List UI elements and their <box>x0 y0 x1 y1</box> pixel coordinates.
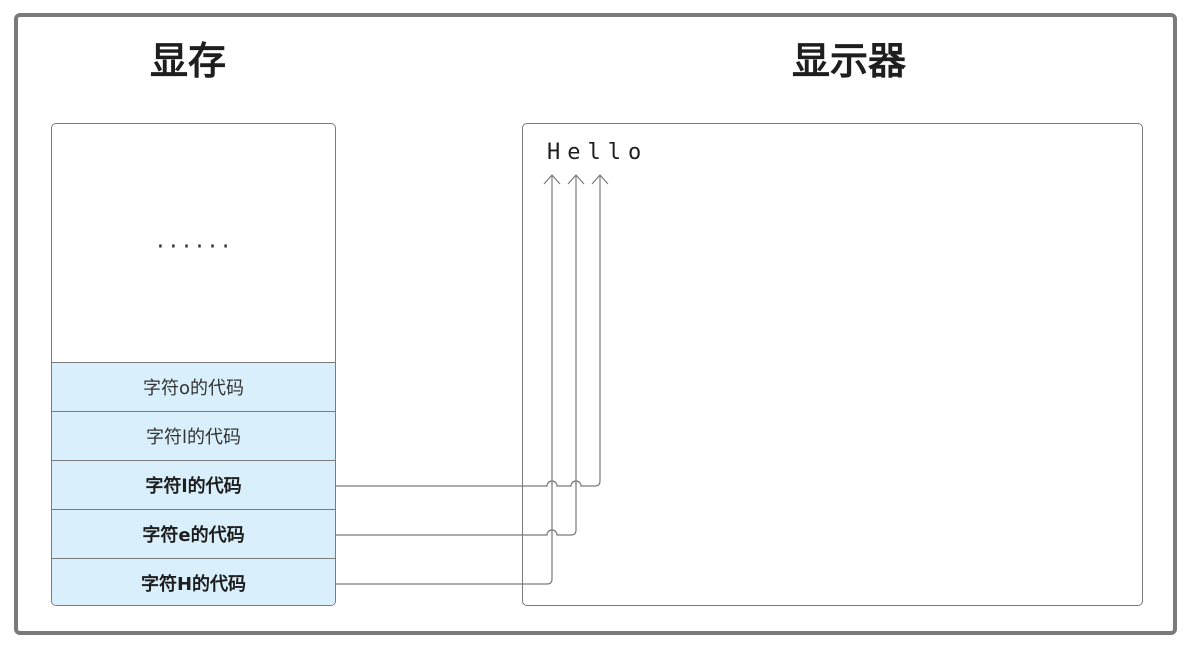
vram-cell-o: 字符o的代码 <box>52 362 335 411</box>
arrowhead-l <box>591 174 609 185</box>
connector-l <box>336 175 601 487</box>
vram-cell-l-1: 字符l的代码 <box>52 411 335 460</box>
vram-title: 显存 <box>150 39 227 83</box>
vram-box: ······ 字符o的代码 字符l的代码 字符l的代码 字符e的代码 字符H的代… <box>51 123 336 606</box>
display-screen: Hello <box>522 123 1143 606</box>
vram-cell-e: 字符e的代码 <box>52 509 335 558</box>
vram-cell-l-2: 字符l的代码 <box>52 460 335 509</box>
vram-cell-h: 字符H的代码 <box>52 558 335 605</box>
connector-e <box>336 175 577 536</box>
display-title: 显示器 <box>792 39 907 83</box>
arrowhead-h <box>543 174 561 185</box>
display-text: Hello <box>547 140 649 165</box>
vram-ellipsis: ······ <box>154 234 233 258</box>
vram-cells: 字符o的代码 字符l的代码 字符l的代码 字符e的代码 字符H的代码 <box>52 362 335 605</box>
connector-h <box>336 175 553 585</box>
arrowhead-e <box>567 174 585 185</box>
